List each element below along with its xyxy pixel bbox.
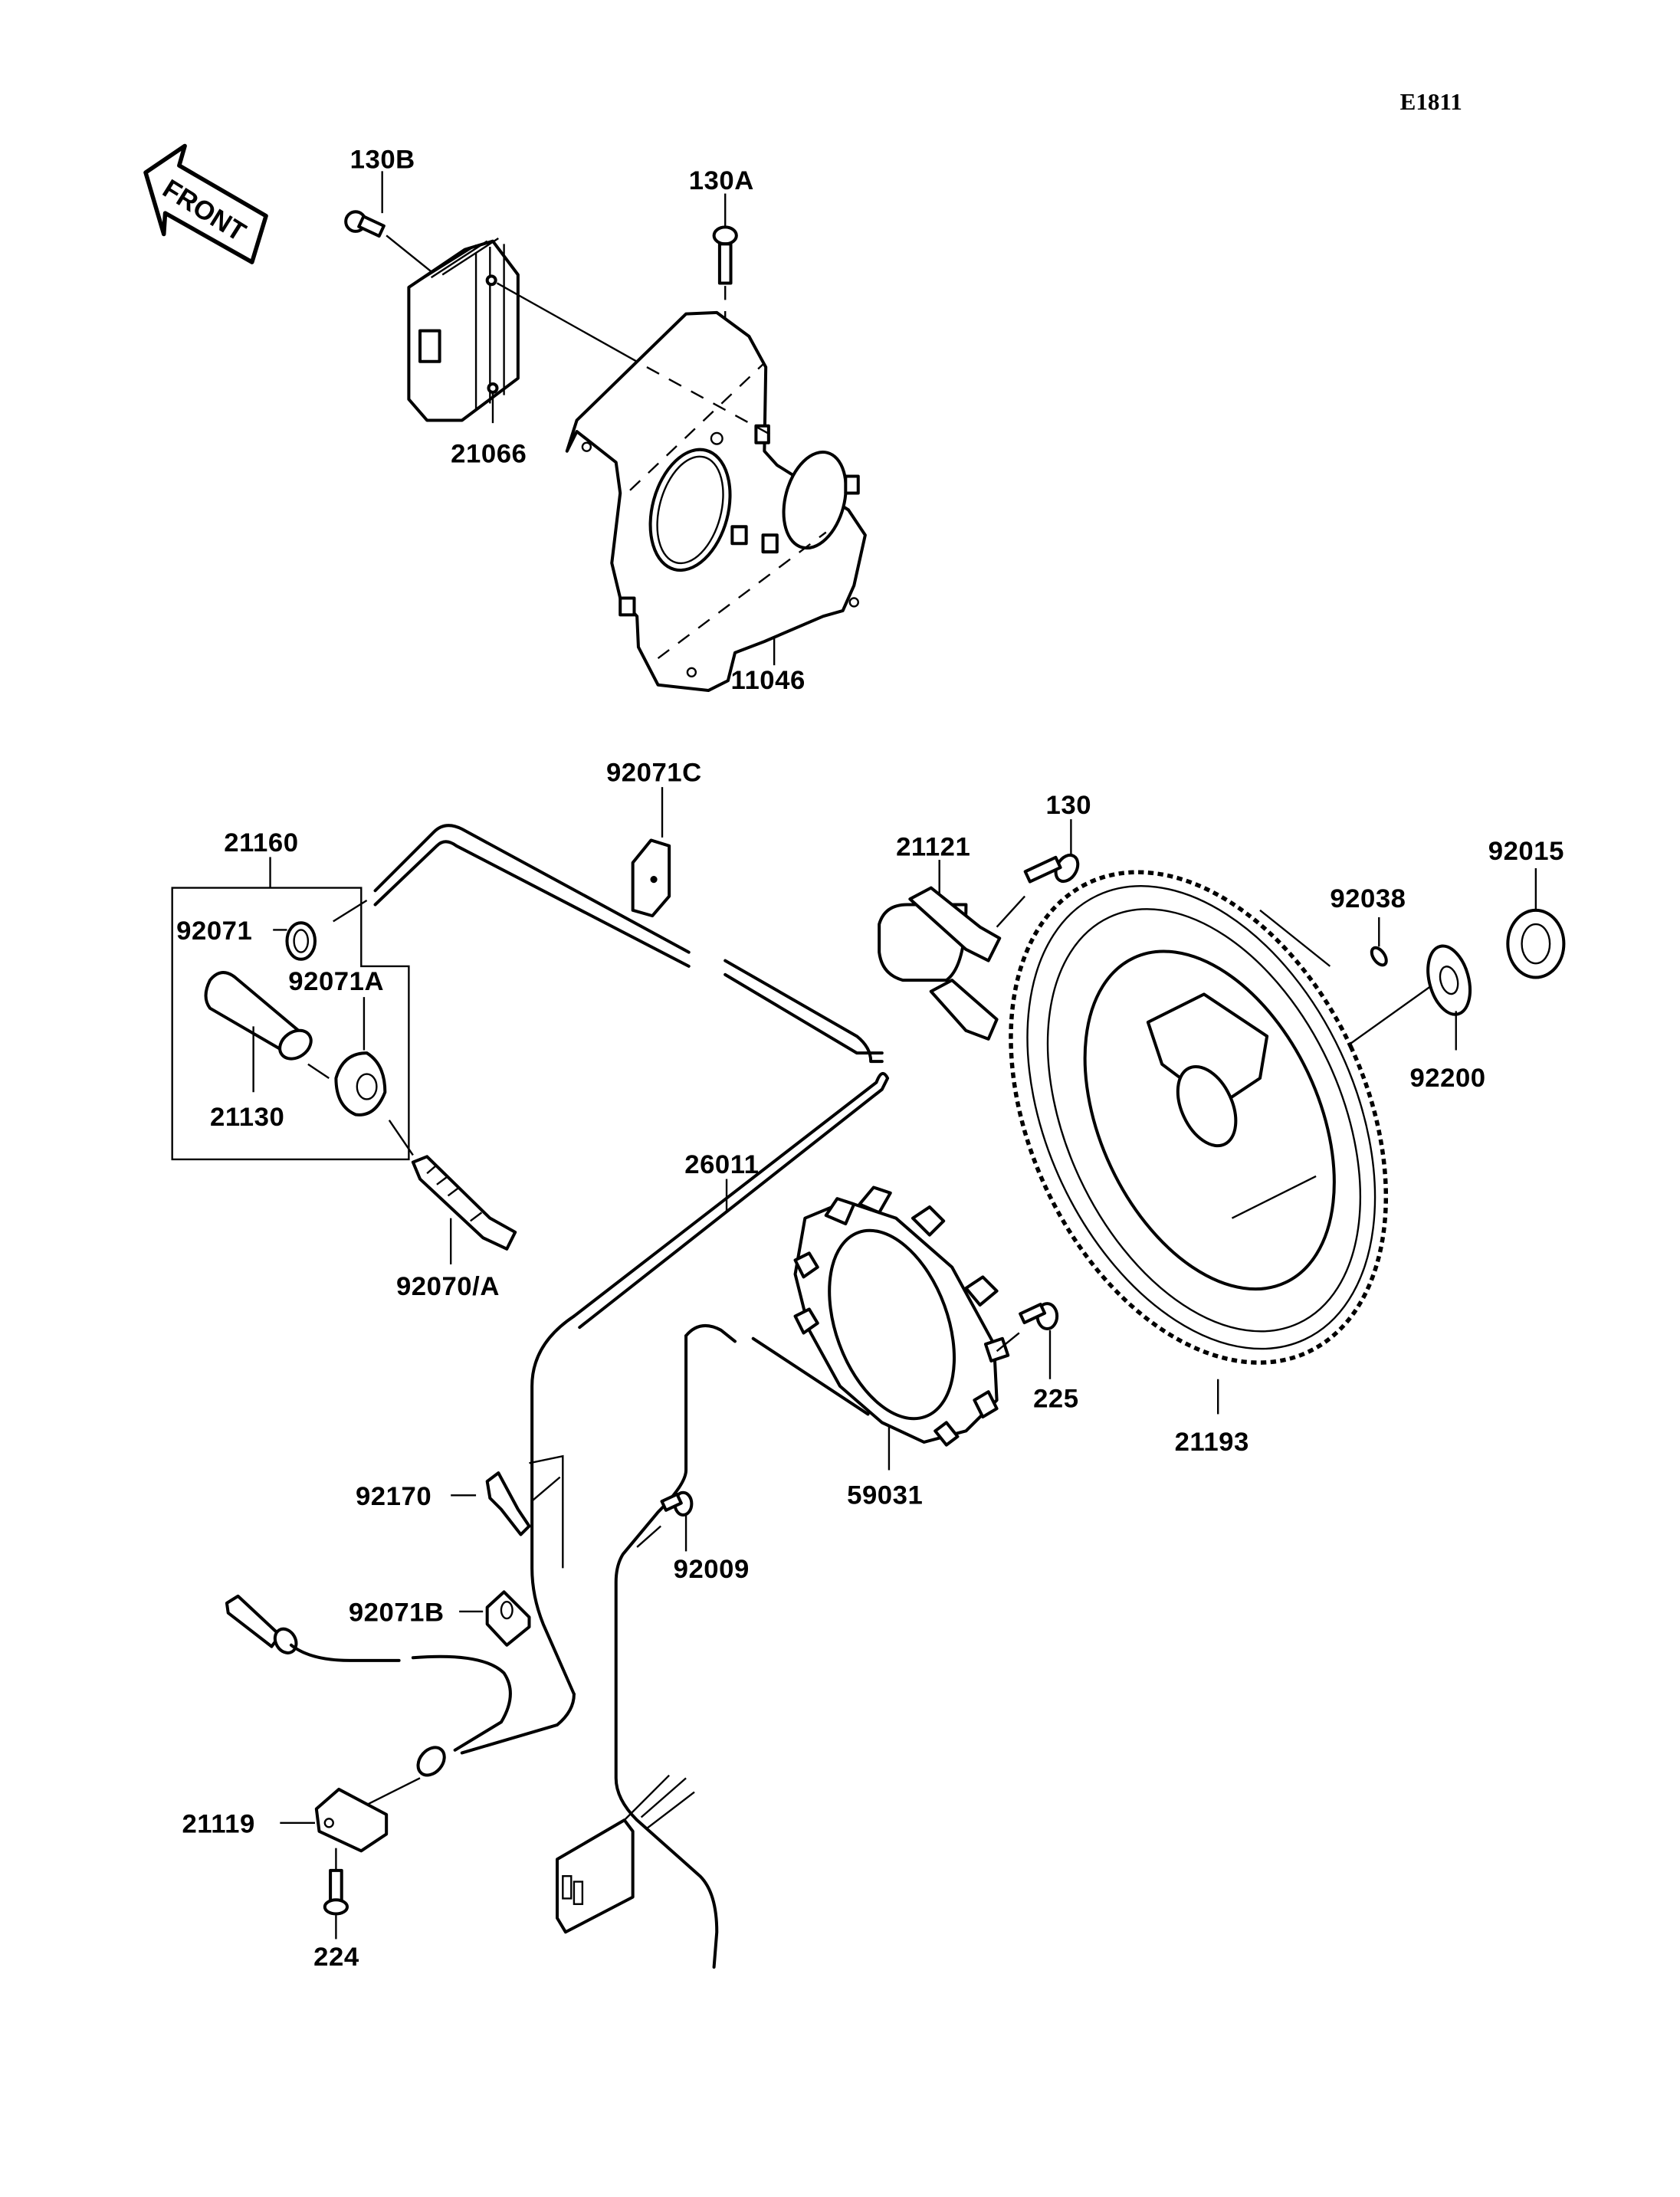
label-21066: 21066	[451, 439, 527, 468]
label-26011: 26011	[684, 1150, 759, 1179]
label-224: 224	[313, 1943, 359, 1972]
part-92170[interactable]: 92170	[356, 1454, 564, 1569]
label-92071B: 92071B	[349, 1599, 445, 1628]
part-92015[interactable]: 92015	[1488, 837, 1566, 979]
part-92200[interactable]: 92200	[1409, 941, 1485, 1093]
label-130: 130	[1046, 791, 1092, 820]
part-92071[interactable]: 92071	[176, 900, 368, 961]
part-130A[interactable]: 130A	[689, 166, 754, 330]
label-92071C: 92071C	[606, 759, 702, 788]
label-92015: 92015	[1488, 837, 1564, 866]
part-92071C[interactable]: 92071C	[606, 759, 702, 918]
label-92071: 92071	[176, 917, 252, 946]
part-130B[interactable]: 130B	[344, 146, 451, 288]
label-92009: 92009	[674, 1555, 750, 1584]
label-21121: 21121	[896, 833, 970, 862]
part-59031[interactable]: 59031	[614, 1185, 1010, 1969]
label-92200: 92200	[1409, 1064, 1485, 1093]
label-92070A: 92070/A	[396, 1272, 500, 1301]
part-26011[interactable]: 26011	[530, 1071, 890, 1696]
label-92038: 92038	[1330, 884, 1406, 913]
label-130B: 130B	[350, 146, 415, 175]
wire-harness	[225, 1594, 695, 1934]
part-92070A[interactable]: 92070/A	[388, 1120, 517, 1301]
part-92071B[interactable]: 92071B	[349, 1590, 531, 1647]
part-130[interactable]: 130	[996, 791, 1092, 928]
part-21121[interactable]: 21121	[878, 833, 1002, 1041]
label-21193: 21193	[1175, 1428, 1249, 1457]
part-11046[interactable]: 11046	[565, 310, 867, 695]
label-130A: 130A	[689, 166, 754, 195]
label-225: 225	[1033, 1384, 1079, 1413]
part-21160[interactable]: 21160	[171, 824, 884, 1161]
label-11046: 11046	[731, 666, 806, 695]
label-92170: 92170	[356, 1482, 431, 1511]
part-21119[interactable]: 21119	[182, 1777, 421, 1853]
label-21119: 21119	[182, 1810, 254, 1839]
part-224[interactable]: 224	[313, 1848, 359, 1972]
label-92071A: 92071A	[288, 967, 384, 996]
part-21193[interactable]: 21193	[937, 812, 1460, 1457]
label-21130: 21130	[210, 1103, 284, 1132]
label-21160: 21160	[224, 828, 298, 857]
part-92009[interactable]: 92009	[636, 1490, 750, 1584]
part-92038[interactable]: 92038	[1330, 884, 1406, 968]
part-225[interactable]: 225	[996, 1302, 1079, 1413]
label-59031: 59031	[847, 1481, 923, 1510]
front-arrow-icon: FRONT	[143, 143, 268, 264]
part-92071A[interactable]: 92071A	[288, 967, 387, 1117]
diagram-code: E1811	[1400, 88, 1462, 115]
part-21130[interactable]: 21130	[204, 971, 330, 1132]
part-21066[interactable]: 21066	[407, 238, 648, 468]
